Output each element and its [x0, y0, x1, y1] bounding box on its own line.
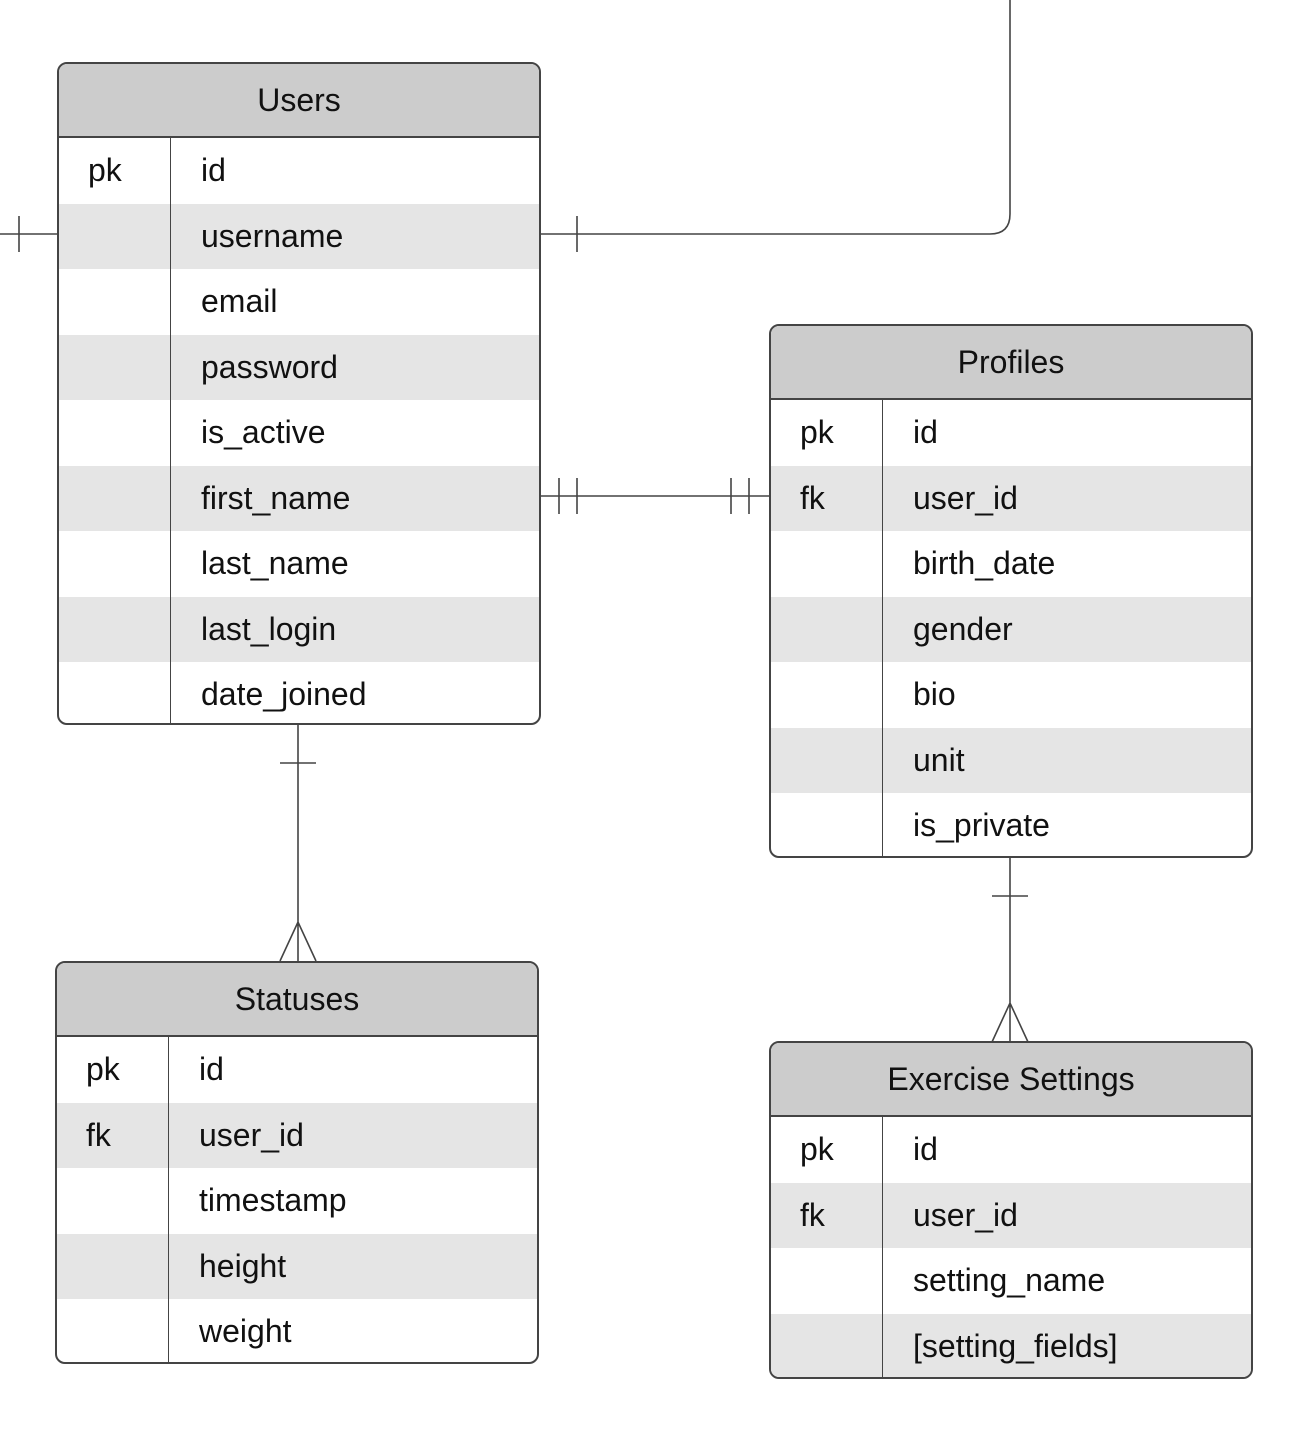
table-row[interactable]: fk user_id — [771, 465, 1251, 531]
users-left-connector — [0, 216, 57, 252]
key-cell — [57, 1168, 169, 1234]
table-row[interactable]: date_joined — [59, 662, 539, 723]
key-cell — [771, 531, 883, 597]
table-row[interactable]: bio — [771, 662, 1251, 728]
key-cell — [771, 596, 883, 662]
field-name: last_name — [201, 545, 349, 582]
table-row[interactable]: timestamp — [57, 1168, 537, 1234]
table-row[interactable]: weight — [57, 1299, 537, 1362]
field-name: last_login — [201, 610, 337, 647]
key-cell: pk — [771, 1117, 883, 1183]
table-row[interactable]: email — [59, 269, 539, 335]
field-name: date_joined — [201, 676, 367, 713]
profiles-exercise-connector — [991, 858, 1029, 1043]
table-row[interactable]: first_name — [59, 465, 539, 531]
users-profiles-connector — [540, 478, 770, 514]
users-table-title: Users — [59, 64, 539, 138]
exercise-settings-table-title: Exercise Settings — [771, 1043, 1251, 1117]
field-name: is_active — [201, 414, 326, 451]
table-row[interactable]: gender — [771, 596, 1251, 662]
table-row[interactable]: fk user_id — [771, 1182, 1251, 1248]
table-row[interactable]: is_active — [59, 400, 539, 466]
field-name: height — [199, 1247, 287, 1284]
key-cell — [59, 465, 171, 531]
table-row[interactable]: is_private — [771, 793, 1251, 856]
key-cell — [59, 400, 171, 466]
table-row[interactable]: birth_date — [771, 531, 1251, 597]
field-name: user_id — [199, 1116, 304, 1153]
table-row[interactable]: username — [59, 203, 539, 269]
key-cell: pk — [57, 1037, 169, 1103]
field-name: id — [913, 1131, 938, 1168]
field-name: unit — [913, 741, 965, 778]
table-row[interactable]: setting_name — [771, 1248, 1251, 1314]
field-name: birth_date — [913, 545, 1056, 582]
table-row[interactable]: [setting_fields] — [771, 1313, 1251, 1377]
profiles-table-title: Profiles — [771, 326, 1251, 400]
table-row[interactable]: password — [59, 334, 539, 400]
table-row[interactable]: fk user_id — [57, 1102, 537, 1168]
field-name: user_id — [913, 1196, 1018, 1233]
key-cell — [59, 203, 171, 269]
key-cell — [59, 662, 171, 723]
key-cell — [59, 596, 171, 662]
key-cell — [771, 793, 883, 856]
statuses-table-title: Statuses — [57, 963, 537, 1037]
field-name: [setting_fields] — [913, 1327, 1118, 1364]
key-cell — [59, 269, 171, 335]
table-row[interactable]: height — [57, 1233, 537, 1299]
key-cell: fk — [771, 1182, 883, 1248]
field-name: username — [201, 217, 344, 254]
field-name: id — [201, 152, 226, 189]
table-row[interactable]: last_login — [59, 596, 539, 662]
field-name: setting_name — [913, 1262, 1106, 1299]
key-cell — [771, 662, 883, 728]
field-name: password — [201, 348, 338, 385]
key-cell — [771, 1313, 883, 1377]
field-name: first_name — [201, 479, 351, 516]
key-cell: pk — [59, 138, 171, 204]
key-cell — [771, 1248, 883, 1314]
field-name: id — [913, 414, 938, 451]
table-row[interactable]: unit — [771, 727, 1251, 793]
field-name: user_id — [913, 479, 1018, 516]
field-name: timestamp — [199, 1182, 347, 1219]
field-name: email — [201, 283, 278, 320]
key-cell — [57, 1299, 169, 1362]
field-name: weight — [199, 1313, 292, 1350]
field-name: id — [199, 1051, 224, 1088]
key-cell — [59, 531, 171, 597]
field-name: gender — [913, 610, 1013, 647]
key-cell — [57, 1233, 169, 1299]
key-cell: pk — [771, 400, 883, 466]
users-offcanvas-connector — [540, 0, 1011, 252]
users-statuses-connector — [279, 724, 317, 962]
key-cell: fk — [771, 465, 883, 531]
field-name: is_private — [913, 807, 1050, 844]
key-cell — [771, 727, 883, 793]
field-name: bio — [913, 676, 956, 713]
table-row[interactable]: last_name — [59, 531, 539, 597]
key-cell — [59, 334, 171, 400]
key-cell: fk — [57, 1102, 169, 1168]
